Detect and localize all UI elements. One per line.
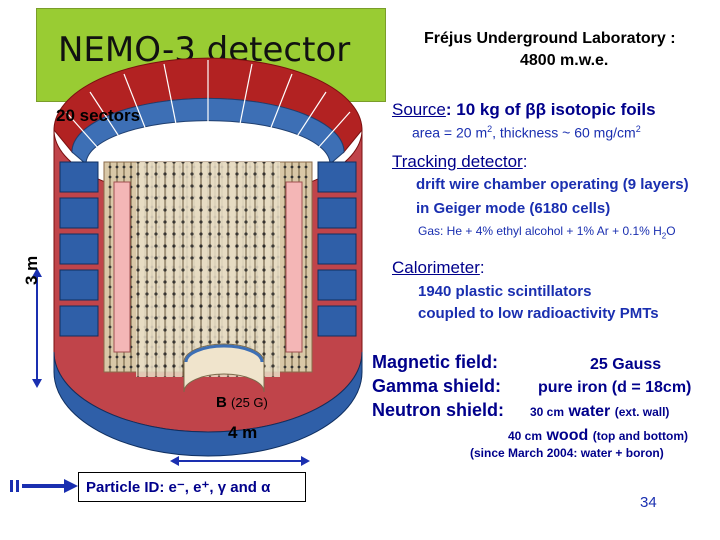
tracking-heading-line: Tracking detector: xyxy=(392,152,527,172)
calorimeter-heading: Calorimeter xyxy=(392,258,480,277)
lab-depth: 4800 m.w.e. xyxy=(520,52,609,69)
magnetic-value: 25 Gauss xyxy=(590,356,662,373)
source-heading: Source xyxy=(392,100,446,119)
source-thickness-exponent: 2 xyxy=(635,124,641,134)
detector-illustration xyxy=(53,57,363,457)
neutron-note: (since March 2004: water + boron) xyxy=(470,446,664,460)
sectors-label: 20 sectors xyxy=(56,106,141,125)
water-material: water xyxy=(568,403,611,420)
neutron-wood: 40 cm wood (top and bottom) xyxy=(508,427,688,445)
page-number: 34 xyxy=(640,494,657,511)
calorimeter-line2: coupled to low radioactivity PMTs xyxy=(418,305,659,322)
height-label: 3 m xyxy=(22,256,42,285)
height-dimension-arrow xyxy=(32,268,42,388)
wood-note: (top and bottom) xyxy=(592,429,689,443)
bfield-letter: B xyxy=(216,394,227,411)
source-area: area = 20 m xyxy=(412,124,488,141)
particle-id-box xyxy=(78,472,306,502)
magnetic-field-marker: B (25 G) xyxy=(216,394,268,411)
arrow-right-icon xyxy=(10,479,78,493)
tracking-line1: drift wire chamber operating (9 layers) xyxy=(416,176,689,193)
gamma-value: pure iron (d = 18cm) xyxy=(538,379,692,396)
width-label: 4 m xyxy=(228,423,258,442)
lab-name: Fréjus Underground Laboratory : xyxy=(424,30,676,47)
tracking-line2: in Geiger mode (6180 cells) xyxy=(416,200,611,217)
tracking-colon: : xyxy=(522,152,528,171)
height-value: 3 m xyxy=(22,255,41,285)
particle-id-text: Particle ID: e⁻, e⁺, γ and α xyxy=(86,479,271,496)
gas-text: Gas: He + 4% ethyl alcohol + 1% Ar + 0.1… xyxy=(418,224,662,238)
magnetic-label: Magnetic field: xyxy=(372,352,499,372)
calorimeter-heading-line: Calorimeter: xyxy=(392,258,485,278)
neutron-water: 30 cm water (ext. wall) xyxy=(530,403,669,421)
water-note: (ext. wall) xyxy=(614,405,670,419)
gamma-label: Gamma shield: xyxy=(372,376,502,396)
gas-end: O xyxy=(666,224,676,238)
source-line: Source: 10 kg of ββ isotopic foils xyxy=(392,100,656,120)
wood-material: wood xyxy=(546,427,589,444)
source-thickness: , thickness ~ 60 mg/cm xyxy=(492,124,636,141)
tracking-heading: Tracking detector xyxy=(392,152,523,171)
source-text: : 10 kg of ββ isotopic foils xyxy=(445,100,656,119)
width-dimension-arrow xyxy=(170,456,310,466)
wood-thickness: 40 cm xyxy=(508,429,543,443)
source-area-exponent: 2 xyxy=(487,124,493,134)
tracking-gas: Gas: He + 4% ethyl alcohol + 1% Ar + 0.1… xyxy=(418,224,676,240)
source-detail: area = 20 m2, thickness ~ 60 mg/cm2 xyxy=(412,124,641,141)
calorimeter-colon: : xyxy=(479,258,485,277)
gas-subscript: 2 xyxy=(661,231,667,241)
water-thickness: 30 cm xyxy=(530,405,565,419)
neutron-label: Neutron shield: xyxy=(372,400,505,420)
bfield-unit: (25 G) xyxy=(231,395,268,410)
calorimeter-line1: 1940 plastic scintillators xyxy=(418,283,592,300)
